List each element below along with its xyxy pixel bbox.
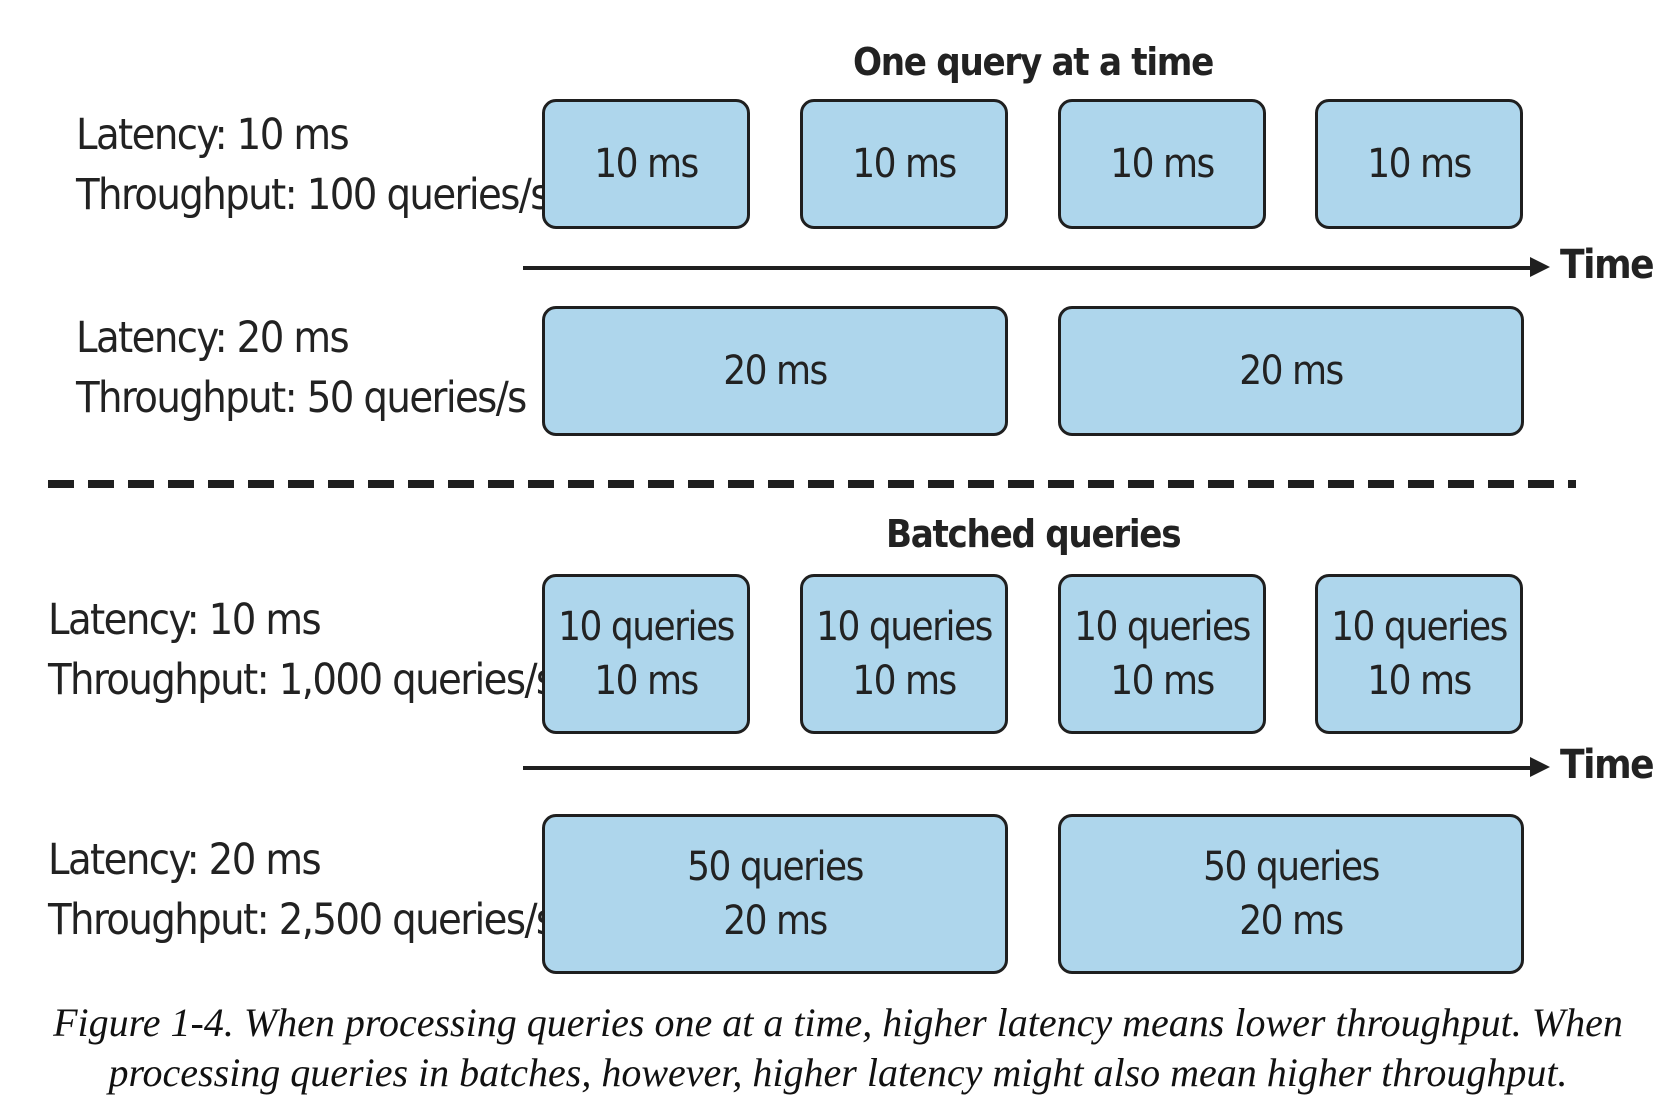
row4-box-2-line-2: 20 ms <box>1239 898 1344 944</box>
row1-box-2-text: 10 ms <box>852 141 957 187</box>
row3-box-2-line-1: 10 queries <box>816 604 993 650</box>
section-divider <box>48 480 1576 488</box>
row3-box-1-line-2: 10 ms <box>594 658 699 704</box>
row1-box-3: 10 ms <box>1058 99 1266 229</box>
row3-box-4: 10 queries 10 ms <box>1315 574 1523 734</box>
row2-box-1: 20 ms <box>542 306 1008 436</box>
caption-line-1: Figure 1-4. When processing queries one … <box>53 1000 1623 1045</box>
row3-box-1-line-1: 10 queries <box>558 604 735 650</box>
row1-box-1: 10 ms <box>542 99 750 229</box>
row3-label: Latency: 10 ms Throughput: 1,000 queries… <box>48 590 556 710</box>
row1-box-2: 10 ms <box>800 99 1008 229</box>
row3-box-2-line-2: 10 ms <box>852 658 957 704</box>
row3-latency: Latency: 10 ms <box>48 595 322 645</box>
row1-latency: Latency: 10 ms <box>76 110 350 160</box>
row1-box-4: 10 ms <box>1315 99 1523 229</box>
row4-latency: Latency: 20 ms <box>48 835 322 885</box>
row3-box-3-line-2: 10 ms <box>1110 658 1215 704</box>
row2-label: Latency: 20 ms Throughput: 50 queries/s <box>76 308 527 428</box>
time-axis-line-bottom <box>523 766 1533 770</box>
top-section-title: One query at a time <box>853 40 1214 84</box>
row2-box-1-text: 20 ms <box>723 348 828 394</box>
row1-throughput: Throughput: 100 queries/s <box>76 170 550 220</box>
row2-latency: Latency: 20 ms <box>76 313 350 363</box>
time-axis-label-top: Time <box>1560 242 1655 288</box>
row4-box-1-line-2: 20 ms <box>723 898 828 944</box>
row3-box-3-line-1: 10 queries <box>1074 604 1251 650</box>
row4-box-2: 50 queries 20 ms <box>1058 814 1524 974</box>
time-axis-line-top <box>523 266 1533 270</box>
figure-caption: Figure 1-4. When processing queries one … <box>0 998 1676 1098</box>
arrow-right-icon <box>1530 257 1550 277</box>
arrow-right-icon <box>1530 757 1550 777</box>
row3-box-1: 10 queries 10 ms <box>542 574 750 734</box>
row3-throughput: Throughput: 1,000 queries/s <box>48 655 556 705</box>
row1-box-4-text: 10 ms <box>1367 141 1472 187</box>
row4-box-1-line-1: 50 queries <box>687 844 864 890</box>
row4-label: Latency: 20 ms Throughput: 2,500 queries… <box>48 830 556 950</box>
row3-box-4-line-1: 10 queries <box>1331 604 1508 650</box>
row3-box-3: 10 queries 10 ms <box>1058 574 1266 734</box>
row4-box-2-line-1: 50 queries <box>1203 844 1380 890</box>
row4-throughput: Throughput: 2,500 queries/s <box>48 895 556 945</box>
row2-box-2: 20 ms <box>1058 306 1524 436</box>
caption-line-2: processing queries in batches, however, … <box>108 1050 1568 1095</box>
row1-label: Latency: 10 ms Throughput: 100 queries/s <box>76 105 550 225</box>
row1-box-1-text: 10 ms <box>594 141 699 187</box>
row1-box-3-text: 10 ms <box>1110 141 1215 187</box>
row2-throughput: Throughput: 50 queries/s <box>76 373 527 423</box>
row3-box-2: 10 queries 10 ms <box>800 574 1008 734</box>
bottom-section-title: Batched queries <box>886 512 1182 556</box>
row4-box-1: 50 queries 20 ms <box>542 814 1008 974</box>
row2-box-2-text: 20 ms <box>1239 348 1344 394</box>
row3-box-4-line-2: 10 ms <box>1367 658 1472 704</box>
time-axis-label-bottom: Time <box>1560 742 1655 788</box>
